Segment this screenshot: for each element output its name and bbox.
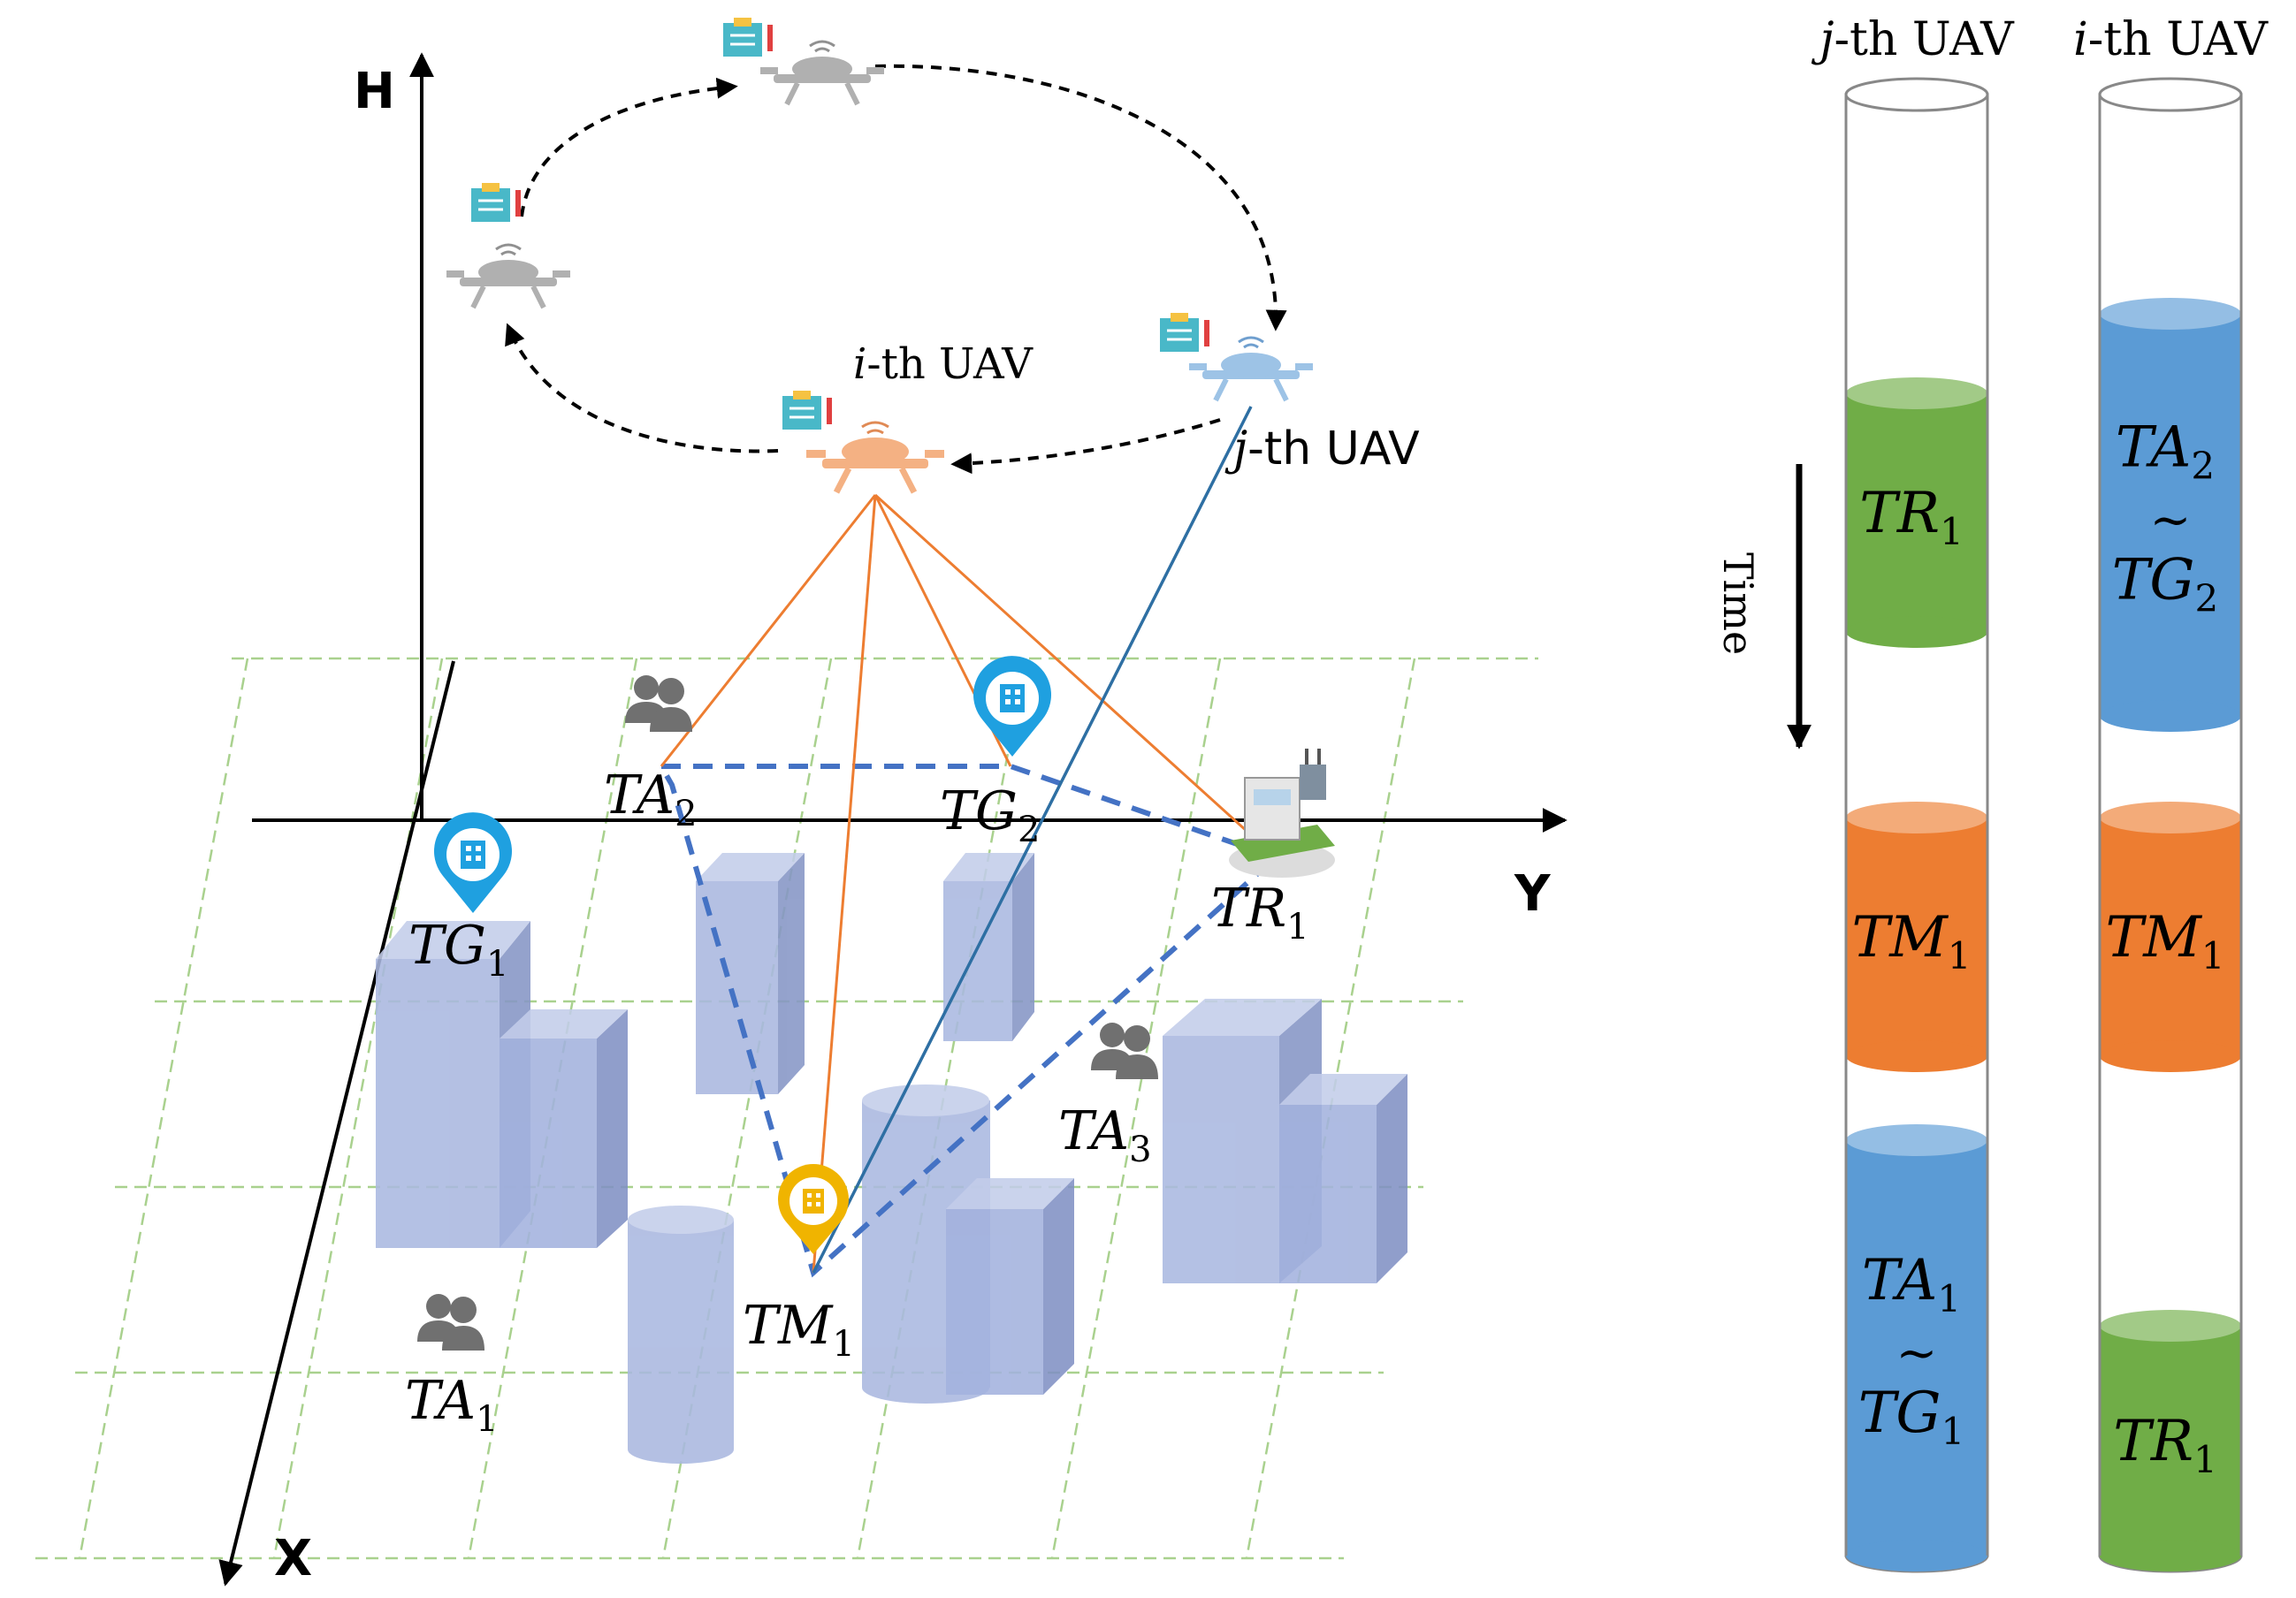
i-uav-label: i-th UAV bbox=[853, 339, 1034, 389]
task-label: TA2 bbox=[2116, 415, 2215, 488]
segment-bottom bbox=[2100, 1040, 2241, 1072]
label-tg2: TG2 bbox=[940, 780, 1040, 850]
location-pin-yellow-icon bbox=[778, 1164, 849, 1254]
axis-label-x: X bbox=[274, 1530, 312, 1587]
clipboard-icon bbox=[782, 391, 832, 430]
task-label: TM1 bbox=[1852, 905, 1972, 978]
building-cylinder bbox=[628, 1206, 734, 1464]
people-icon bbox=[417, 1294, 484, 1351]
column-header-i: i-th UAV bbox=[2073, 13, 2269, 66]
axis-label-h: H bbox=[354, 63, 395, 120]
task-label: TA1 bbox=[1862, 1248, 1961, 1320]
segment-top bbox=[2100, 298, 2241, 330]
label-ta2: TA2 bbox=[604, 765, 698, 834]
uav-icon-j-blue bbox=[1189, 336, 1313, 402]
segment-bottom bbox=[1846, 616, 1987, 648]
people-icon bbox=[1091, 1023, 1158, 1079]
x-axis bbox=[218, 660, 455, 1587]
segment-top bbox=[1846, 377, 1987, 409]
clipboard-icon bbox=[471, 183, 521, 222]
tube-top bbox=[1844, 77, 1989, 112]
task-label: TR1 bbox=[1859, 481, 1964, 553]
task-label: TG1 bbox=[1858, 1381, 1965, 1453]
segment-bottom bbox=[1846, 1540, 1987, 1571]
column-header-j: j-th UAV bbox=[1811, 13, 2015, 66]
task-label: TR1 bbox=[2113, 1409, 2217, 1481]
segment-bottom bbox=[1846, 1040, 1987, 1072]
time-label: Time bbox=[1714, 552, 1762, 655]
tilde-separator: ~ bbox=[1896, 1325, 1938, 1382]
tube-top bbox=[2098, 77, 2243, 112]
uav-icon-gray-left bbox=[446, 243, 570, 309]
axis-label-y: Y bbox=[1514, 865, 1552, 923]
building-box bbox=[500, 1009, 628, 1248]
location-pin-icon bbox=[973, 656, 1051, 757]
segment-body bbox=[1846, 1140, 1987, 1556]
label-tg1: TG1 bbox=[408, 915, 508, 985]
building-box bbox=[943, 853, 1034, 1041]
label-ta1: TA1 bbox=[405, 1370, 499, 1440]
ground-labels: TA2 TG2 TR1 TG1 TA3 TM1 TA1 bbox=[405, 765, 1309, 1440]
tilde-separator: ~ bbox=[2150, 492, 2192, 550]
segment-bottom bbox=[2100, 700, 2241, 732]
task-segment: TR1 bbox=[1846, 377, 1987, 648]
label-ta3: TA3 bbox=[1058, 1100, 1152, 1170]
clipboard-icon bbox=[723, 18, 773, 57]
building-box bbox=[1279, 1074, 1407, 1283]
task-segment: TR1 bbox=[2100, 1310, 2241, 1571]
segment-body bbox=[1846, 393, 1987, 632]
segment-top bbox=[1846, 1124, 1987, 1156]
task-label: TG2 bbox=[2112, 548, 2219, 620]
dashed-route bbox=[659, 764, 1281, 1278]
segment-body bbox=[2100, 1326, 2241, 1556]
task-segment: TM1 bbox=[1846, 802, 1987, 1072]
segment-top bbox=[2100, 802, 2241, 833]
segment-body bbox=[1846, 818, 1987, 1056]
meter-device-icon bbox=[1229, 749, 1335, 878]
uav-icon-i-orange bbox=[806, 421, 944, 494]
location-pin-icon bbox=[434, 812, 512, 913]
uav-trajectory bbox=[505, 64, 1287, 475]
task-segment: TM1 bbox=[2100, 802, 2241, 1072]
people-icon bbox=[625, 675, 692, 732]
segment-body bbox=[2100, 314, 2241, 716]
building-box bbox=[946, 1178, 1074, 1395]
segment-top bbox=[1846, 802, 1987, 833]
label-tm1: TM1 bbox=[743, 1295, 855, 1365]
task-label: TM1 bbox=[2106, 905, 2225, 978]
uav-icon-gray-top bbox=[760, 40, 884, 106]
segment-top bbox=[2100, 1310, 2241, 1342]
clipboard-icon bbox=[1160, 313, 1209, 352]
segment-body bbox=[2100, 818, 2241, 1056]
segment-bottom bbox=[2100, 1540, 2241, 1571]
j-uav-link bbox=[812, 406, 1253, 1274]
j-uav-label: j-th UAV bbox=[1224, 422, 1420, 476]
label-tr1: TR1 bbox=[1211, 878, 1309, 947]
